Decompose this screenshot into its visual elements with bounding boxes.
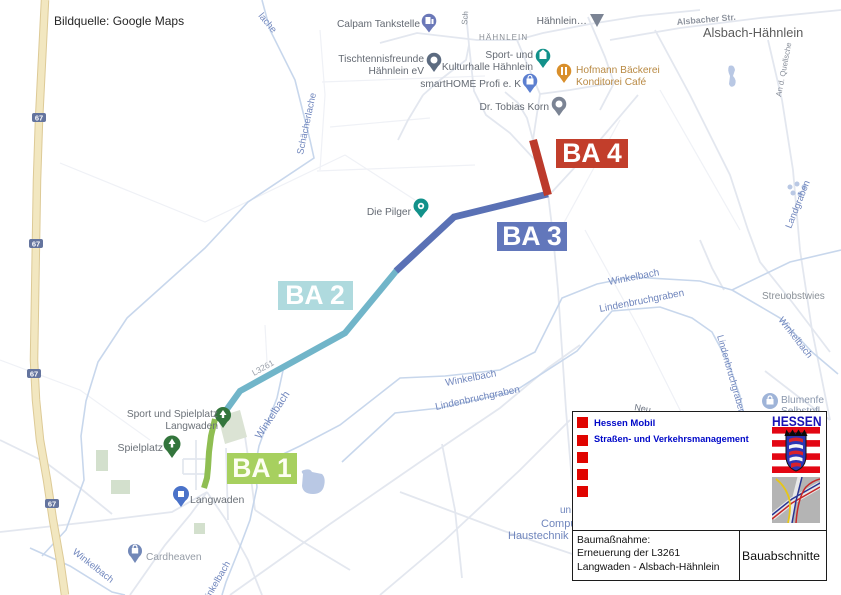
svg-text:Schächerlache: Schächerlache [295, 92, 319, 156]
svg-text:BA 4: BA 4 [562, 138, 622, 168]
svg-text:Cardheaven: Cardheaven [146, 552, 202, 563]
svg-text:Kulturhalle Hähnlein: Kulturhalle Hähnlein [442, 62, 533, 73]
svg-text:67: 67 [32, 240, 40, 249]
svg-text:lache: lache [256, 11, 279, 35]
svg-text:Blumenfe: Blumenfe [781, 395, 824, 406]
svg-text:Dr. Tobias Korn: Dr. Tobias Korn [480, 102, 549, 113]
svg-text:Hähnlein eV: Hähnlein eV [368, 66, 424, 77]
svg-text:un: un [560, 505, 571, 516]
svg-text:Tischtennisfreunde: Tischtennisfreunde [338, 54, 424, 65]
svg-text:Spielplatz: Spielplatz [117, 442, 163, 454]
svg-text:67: 67 [35, 114, 43, 123]
svg-text:Konditorei Café: Konditorei Café [576, 77, 647, 88]
svg-text:Winkelbach: Winkelbach [776, 315, 815, 360]
svg-text:Winkelbach: Winkelbach [607, 267, 660, 288]
svg-text:Die Pilger: Die Pilger [367, 207, 412, 218]
svg-text:Winkelbach: Winkelbach [253, 389, 293, 441]
svg-text:BA 2: BA 2 [285, 280, 344, 310]
svg-text:Streuobstwies: Streuobstwies [762, 291, 825, 302]
svg-text:Hähnlein…: Hähnlein… [537, 16, 587, 27]
svg-text:67: 67 [48, 500, 56, 509]
svg-text:Langwaden: Langwaden [165, 421, 218, 432]
svg-text:HÄHNLEIN: HÄHNLEIN [479, 33, 528, 42]
svg-text:smartHOME Profi e. K: smartHOME Profi e. K [420, 79, 521, 90]
svg-text:An d. Quellsche: An d. Quellsche [774, 42, 793, 98]
svg-text:Sport und Spielplatz: Sport und Spielplatz [127, 409, 218, 420]
svg-text:Compu: Compu [541, 518, 576, 530]
svg-text:67: 67 [30, 370, 38, 379]
svg-text:BA 1: BA 1 [232, 453, 291, 483]
svg-text:Winkelbach: Winkelbach [444, 368, 497, 389]
svg-text:Hofmann Bäckerei: Hofmann Bäckerei [576, 65, 660, 76]
svg-text:BA 3: BA 3 [502, 221, 561, 251]
svg-text:Calpam Tankstelle: Calpam Tankstelle [337, 19, 420, 30]
svg-text:Lindenbruchgraben: Lindenbruchgraben [714, 334, 747, 416]
svg-text:Sport- und: Sport- und [485, 50, 533, 61]
svg-text:Sch: Sch [460, 11, 470, 26]
svg-text:Haustechnik u: Haustechnik u [508, 530, 578, 542]
svg-text:Alsbach-Hähnlein: Alsbach-Hähnlein [703, 25, 803, 40]
svg-text:Langwaden: Langwaden [190, 494, 244, 506]
